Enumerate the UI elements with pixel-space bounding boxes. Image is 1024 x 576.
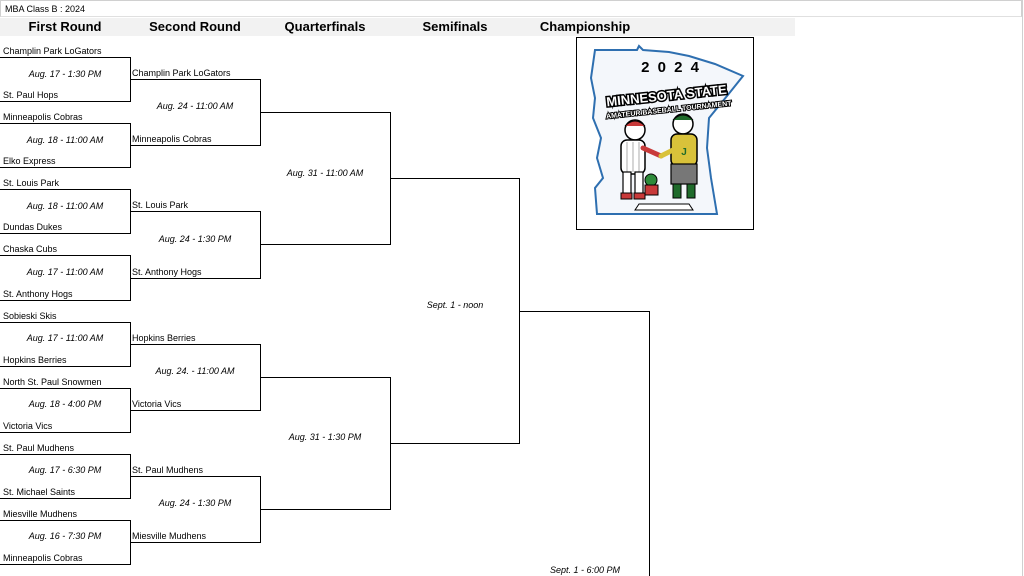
first-round-team: St. Anthony Hogs xyxy=(3,289,73,299)
bracket-line xyxy=(0,300,130,301)
bracket-line xyxy=(0,233,130,234)
bracket-line xyxy=(260,244,390,245)
second-round-team: St. Paul Mudhens xyxy=(132,465,204,475)
game-time: Aug. 24. - 11:00 AM xyxy=(155,366,235,376)
game-time: Aug. 17 - 6:30 PM xyxy=(28,465,102,475)
bracket-line xyxy=(0,167,130,168)
game-time: Sept. 1 - 6:00 PM xyxy=(549,565,621,575)
game-time: Aug. 16 - 7:30 PM xyxy=(28,531,102,541)
round-header-championship: Championship xyxy=(539,19,631,34)
game-time: Aug. 24 - 1:30 PM xyxy=(158,498,232,508)
second-round-team: Victoria Vics xyxy=(132,399,182,409)
bracket-line xyxy=(0,255,130,256)
second-round-team: Hopkins Berries xyxy=(132,333,196,343)
second-round-team: Champlin Park LoGators xyxy=(132,68,231,78)
first-round-team: Dundas Dukes xyxy=(3,222,63,232)
second-round-team: St. Anthony Hogs xyxy=(132,267,202,277)
bracket-line xyxy=(0,123,130,124)
bracket-line xyxy=(130,79,260,80)
first-round-team: Hopkins Berries xyxy=(3,355,67,365)
first-round-team: Champlin Park LoGators xyxy=(3,46,102,56)
game-time: Sept. 1 - noon xyxy=(426,300,484,310)
game-time: Aug. 18 - 4:00 PM xyxy=(28,399,102,409)
sheet-right-border xyxy=(1022,0,1023,576)
bracket-line xyxy=(649,311,650,576)
bracket-line xyxy=(130,410,260,411)
bracket-line xyxy=(0,520,130,521)
bracket-line xyxy=(0,432,130,433)
game-time: Aug. 18 - 11:00 AM xyxy=(26,135,104,145)
bracket-line xyxy=(0,564,130,565)
bracket-line xyxy=(0,498,130,499)
first-round-team: Chaska Cubs xyxy=(3,244,58,254)
minnesota-state-logo-graphic: 2 0 2 4 MINNESOTA STATE AMATEUR BASEBALL… xyxy=(589,44,745,215)
logo-year-text: 2 0 2 4 xyxy=(641,59,701,76)
bracket-line xyxy=(260,112,390,113)
game-time: Aug. 18 - 11:00 AM xyxy=(26,201,104,211)
bracket-line xyxy=(130,211,260,212)
first-round-team: Elko Express xyxy=(3,156,56,166)
bracket-line xyxy=(260,377,390,378)
first-round-team: Miesville Mudhens xyxy=(3,509,78,519)
game-time: Aug. 24 - 11:00 AM xyxy=(156,101,234,111)
bracket-line xyxy=(520,311,650,312)
first-round-team: St. Louis Park xyxy=(3,178,60,188)
bracket-line xyxy=(0,189,130,190)
round-header-second: Second Round xyxy=(149,19,241,34)
bracket-line xyxy=(0,57,130,58)
bracket-line xyxy=(260,211,261,279)
bracket-line xyxy=(390,443,520,444)
svg-text:J: J xyxy=(681,147,687,158)
first-round-team: Minneapolis Cobras xyxy=(3,553,83,563)
bracket-line xyxy=(130,344,260,345)
sheet-title: MBA Class B : 2024 xyxy=(0,0,1022,17)
first-round-team: St. Paul Hops xyxy=(3,90,59,100)
first-round-team: St. Paul Mudhens xyxy=(3,443,75,453)
second-round-team: Minneapolis Cobras xyxy=(132,134,212,144)
game-time: Aug. 17 - 11:00 AM xyxy=(26,333,104,343)
first-round-team: Sobieski Skis xyxy=(3,311,57,321)
bracket-line xyxy=(260,509,390,510)
round-header-bar xyxy=(0,18,795,36)
bracket-line xyxy=(0,454,130,455)
bracket-line xyxy=(0,366,130,367)
first-round-team: Victoria Vics xyxy=(3,421,53,431)
game-time: Aug. 17 - 11:00 AM xyxy=(26,267,104,277)
bracket-line xyxy=(0,101,130,102)
round-header-first: First Round xyxy=(28,19,102,34)
bracket-line xyxy=(130,542,260,543)
bracket-line xyxy=(519,178,520,444)
first-round-team: St. Michael Saints xyxy=(3,487,76,497)
bracket-line xyxy=(0,388,130,389)
game-time: Aug. 24 - 1:30 PM xyxy=(158,234,232,244)
bracket-line xyxy=(130,476,260,477)
bracket-line xyxy=(130,145,260,146)
game-time: Aug. 31 - 1:30 PM xyxy=(288,432,362,442)
round-header-quarterfinals: Quarterfinals xyxy=(284,19,366,34)
second-round-team: St. Louis Park xyxy=(132,200,189,210)
game-time: Aug. 17 - 1:30 PM xyxy=(28,69,102,79)
bracket-line xyxy=(0,322,130,323)
bracket-line xyxy=(390,178,520,179)
second-round-team: Miesville Mudhens xyxy=(132,531,207,541)
first-round-team: North St. Paul Snowmen xyxy=(3,377,102,387)
round-header-semifinals: Semifinals xyxy=(422,19,488,34)
bracket-line xyxy=(130,278,260,279)
tournament-logo: 2 0 2 4 MINNESOTA STATE AMATEUR BASEBALL… xyxy=(576,37,754,230)
first-round-team: Minneapolis Cobras xyxy=(3,112,83,122)
game-time: Aug. 31 - 11:00 AM xyxy=(286,168,364,178)
